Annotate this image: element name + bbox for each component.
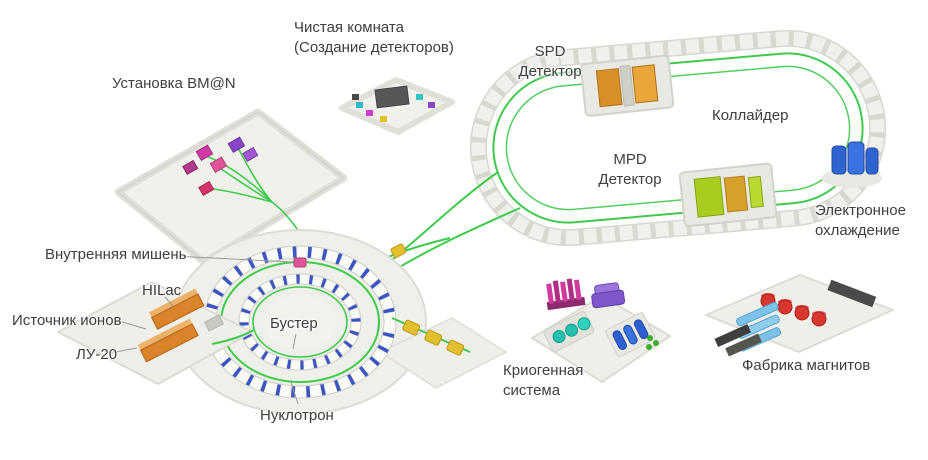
cryo-tanks bbox=[605, 312, 656, 358]
booster-ring bbox=[238, 273, 362, 371]
label-hilac: HILac bbox=[142, 282, 182, 299]
cryo-valves bbox=[646, 335, 659, 350]
label-collider: Коллайдер bbox=[712, 107, 789, 124]
clean-room bbox=[339, 77, 455, 135]
label-bman: Установка BM@N bbox=[112, 75, 236, 92]
label-mpd-detector: MPD Детектор bbox=[598, 151, 662, 189]
internal-target-marker bbox=[293, 257, 307, 268]
label-nuclotron: Нуклотрон bbox=[260, 407, 334, 424]
label-internal-target: Внутренняя мишень bbox=[45, 246, 187, 263]
label-clean-room: Чистая комната (Создание детекторов) bbox=[294, 19, 454, 57]
extraction-magnets bbox=[402, 319, 465, 356]
clean-room-parts bbox=[352, 94, 435, 122]
factory-dark-bars bbox=[714, 324, 762, 357]
spd-detector bbox=[580, 54, 675, 117]
cryo-pink-unit bbox=[546, 278, 586, 311]
cryo-compressors bbox=[543, 310, 595, 353]
beam-junction-magnet bbox=[390, 243, 407, 259]
label-cryogenic-system: Криогенная система bbox=[503, 362, 584, 400]
linac-area bbox=[57, 281, 255, 385]
cryogenic-plant bbox=[531, 278, 671, 383]
hilac-linac bbox=[148, 288, 205, 330]
label-booster: Бустер bbox=[270, 315, 318, 332]
cryo-purple-unit bbox=[591, 282, 626, 309]
bman-magnets bbox=[182, 136, 259, 197]
electron-cooling-unit bbox=[822, 141, 882, 188]
collider-ring bbox=[469, 29, 887, 247]
factory-dark-slab bbox=[827, 279, 877, 308]
lu20-linac bbox=[137, 318, 199, 363]
beam-transfer-lines bbox=[375, 171, 521, 275]
linac-aux-box bbox=[203, 314, 225, 332]
label-lu20: ЛУ-20 bbox=[76, 346, 118, 363]
apron-wing bbox=[378, 317, 508, 389]
leader-lines bbox=[109, 255, 299, 405]
label-electron-cooling: Электронное охлаждение bbox=[815, 202, 906, 240]
label-magnet-factory: Фабрика магнитов bbox=[742, 357, 871, 374]
magnet-factory bbox=[705, 274, 894, 357]
mpd-detector bbox=[678, 162, 778, 228]
clean-room-machine bbox=[374, 85, 410, 109]
factory-red-magnets bbox=[760, 293, 827, 327]
label-ion-source: Источник ионов bbox=[12, 312, 122, 329]
label-spd-detector: SPD Детектор bbox=[518, 43, 582, 81]
